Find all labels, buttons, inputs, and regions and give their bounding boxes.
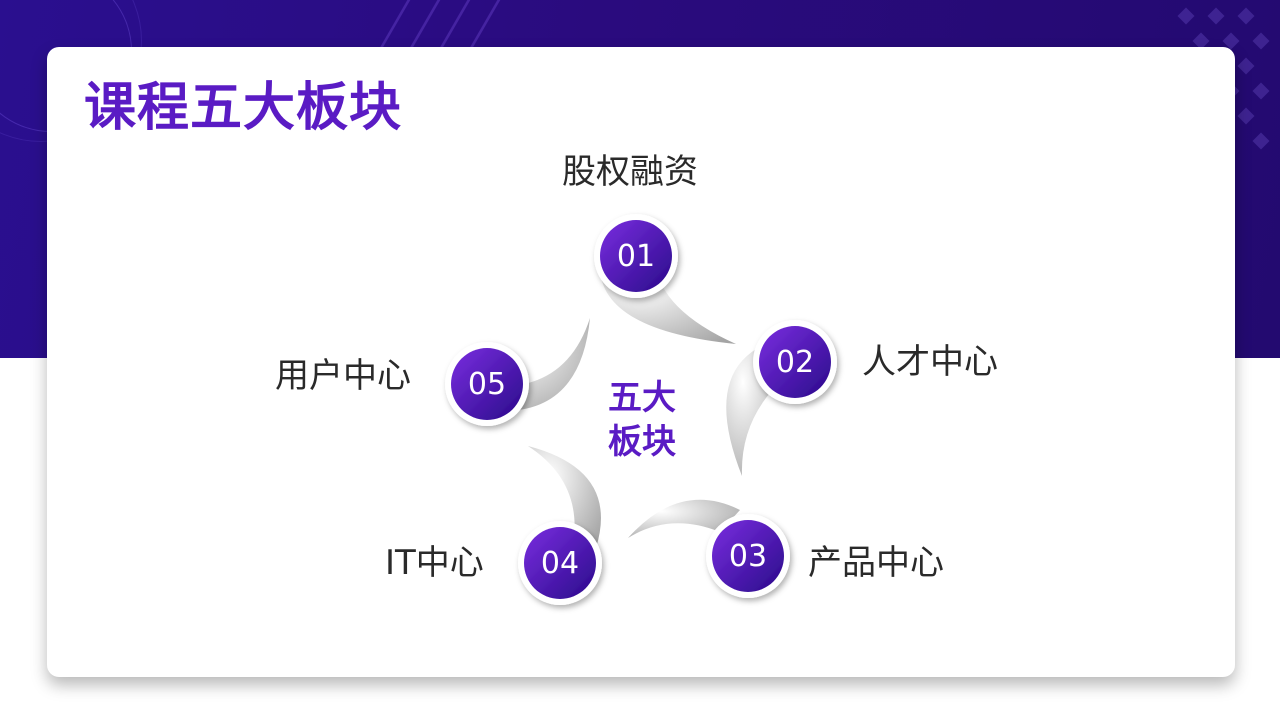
center-label: 五大 板块 [590, 376, 694, 464]
node-04: 04 [518, 521, 602, 605]
node-label-03: 产品中心 [808, 543, 944, 583]
node-number: 03 [729, 539, 767, 574]
page-title: 课程五大板块 [84, 78, 403, 138]
swirl-tail-04 [528, 446, 601, 548]
node-02: 02 [753, 320, 837, 404]
node-number: 01 [617, 239, 655, 274]
node-number: 02 [776, 345, 814, 380]
content-card [47, 47, 1235, 677]
node-03: 03 [706, 514, 790, 598]
node-label-01: 股权融资 [562, 152, 698, 192]
decorative-dot-grid [1177, 7, 1270, 150]
node-label-02: 人才中心 [862, 342, 998, 382]
node-number: 05 [468, 367, 506, 402]
center-line-1: 五大 [608, 378, 676, 418]
node-05: 05 [445, 342, 529, 426]
swirl-tail-03 [628, 499, 740, 538]
node-number: 04 [541, 546, 579, 581]
node-label-05: 用户中心 [275, 356, 411, 396]
node-01: 01 [594, 214, 678, 298]
center-line-2: 板块 [608, 422, 676, 462]
node-label-04: IT中心 [385, 543, 484, 583]
